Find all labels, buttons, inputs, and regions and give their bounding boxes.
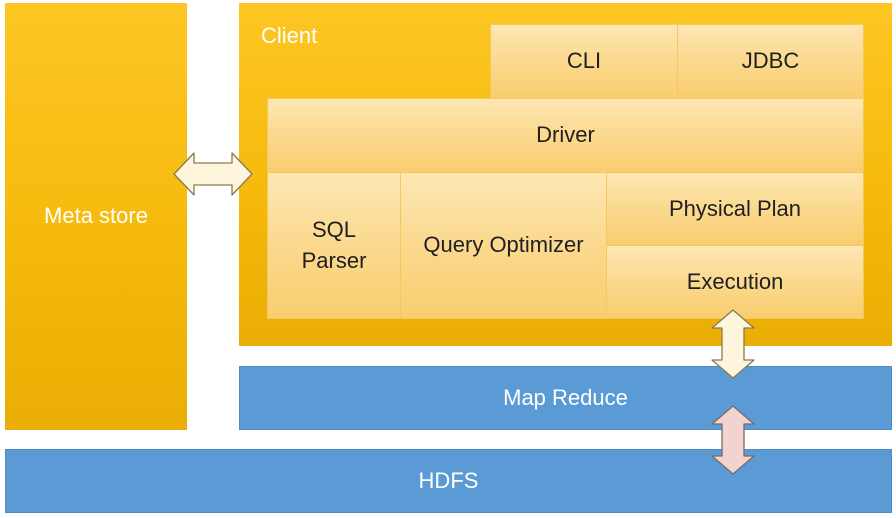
jdbc-label: JDBC	[741, 48, 800, 74]
metastore-box: Meta store	[5, 3, 187, 430]
execution-mapreduce-arrow	[711, 309, 755, 379]
physical-plan-box: Physical Plan	[606, 172, 864, 246]
jdbc-box: JDBC	[677, 24, 864, 99]
mapreduce-hdfs-arrow	[711, 405, 755, 475]
driver-box: Driver	[267, 98, 864, 173]
client-title: Client	[261, 23, 318, 48]
hdfs-label: HDFS	[418, 468, 479, 493]
map-reduce-box: Map Reduce	[239, 366, 892, 430]
driver-label: Driver	[536, 122, 595, 148]
map-reduce-label: Map Reduce	[503, 385, 628, 410]
query-optimizer-box: Query Optimizer	[400, 172, 607, 319]
sql-parser-box: SQL Parser	[267, 172, 401, 319]
sql-parser-label-line2: Parser	[301, 247, 367, 273]
metastore-client-arrow	[173, 152, 253, 196]
execution-label: Execution	[686, 268, 784, 294]
metastore-label: Meta store	[44, 203, 148, 228]
cli-box: CLI	[490, 24, 678, 99]
query-optimizer-label: Query Optimizer	[423, 232, 584, 258]
hdfs-box: HDFS	[5, 449, 892, 513]
sql-parser-label-line1: SQL	[311, 216, 357, 242]
execution-box: Execution	[606, 245, 864, 319]
physical-plan-label: Physical Plan	[668, 195, 802, 221]
cli-label: CLI	[566, 48, 602, 74]
